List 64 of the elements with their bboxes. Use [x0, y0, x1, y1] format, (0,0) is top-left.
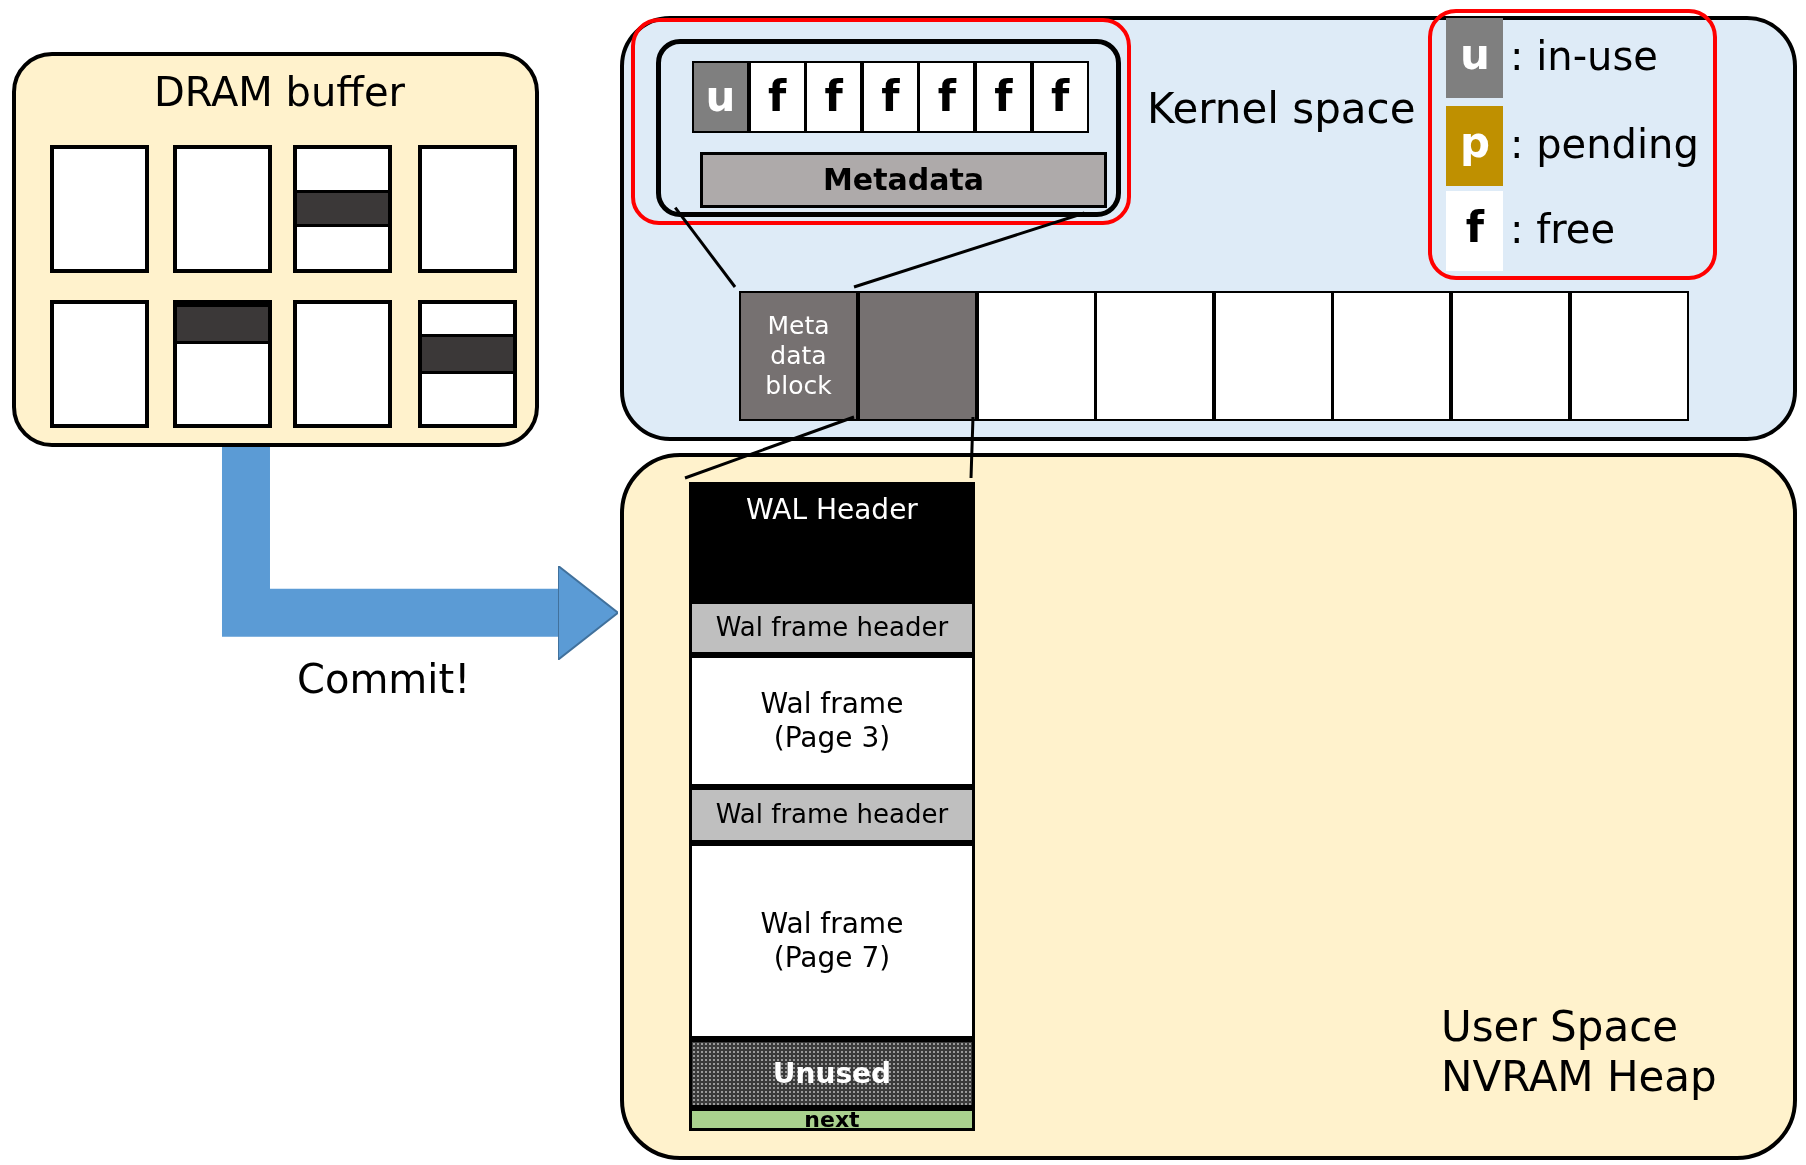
bitmap-cell: [805, 61, 863, 133]
node-label: Wal frame (Page 3): [759, 687, 905, 755]
node-label: Metadata: [821, 162, 986, 198]
legend-key: u: [1460, 34, 1490, 76]
legend-key: p: [1460, 122, 1490, 164]
metadata-detail-box: [656, 39, 1121, 217]
legend-label: : in-use: [1510, 36, 1658, 76]
data-block: [858, 291, 977, 421]
wal-file: [689, 482, 975, 1131]
page-box: [418, 300, 517, 428]
next-pointer: [689, 1108, 975, 1131]
wal-frame: [689, 843, 975, 1039]
panel-title: Kernel space: [1147, 84, 1417, 135]
frame-header: [689, 787, 975, 843]
node-label: f: [766, 71, 788, 123]
data-block: [976, 291, 1096, 421]
bitmap-cell: [975, 61, 1032, 133]
unused-area: [689, 1039, 975, 1108]
legend-label: : free: [1510, 209, 1616, 249]
panel-title: User Space NVRAM Heap: [1441, 1002, 1718, 1103]
metadata-block: [739, 291, 858, 421]
zoom-line: [969, 416, 975, 479]
page-box: [418, 145, 517, 273]
page-box: [50, 300, 149, 428]
node-label: f: [936, 71, 958, 123]
node-label: Wal frame header: [714, 799, 950, 831]
node-label: f: [993, 71, 1014, 123]
data-block: [1095, 291, 1215, 421]
commit-arrow: [222, 447, 619, 661]
zoom-line: [853, 211, 1085, 289]
wal-frame: [689, 655, 975, 787]
panel-title: DRAM buffer: [153, 68, 406, 116]
node-label: Unused: [771, 1056, 893, 1091]
zoom-line: [674, 206, 737, 288]
kernel-panel: [620, 16, 1797, 441]
page-box: [50, 145, 149, 273]
page-box: [293, 145, 392, 273]
bitmap-cell: [692, 61, 749, 133]
bitmap-cell: [748, 61, 806, 133]
page-box: [293, 300, 392, 428]
node-label: f: [880, 71, 901, 123]
node-label: Wal frame header: [714, 612, 950, 644]
heap-panel: [620, 453, 1797, 1160]
data-block: [1569, 291, 1689, 421]
frame-header: [689, 601, 975, 655]
node-label: Wal frame (Page 7): [759, 907, 905, 975]
data-block: [1213, 291, 1333, 421]
node-label: WAL Header: [745, 493, 919, 527]
bitmap-cell: [1031, 61, 1089, 133]
metadata-bar: [700, 152, 1107, 208]
data-block: [1332, 291, 1452, 421]
buffer-panel: [12, 52, 539, 447]
bitmap-cell: [918, 61, 976, 133]
wal-header: [689, 482, 975, 601]
node-label: u: [704, 71, 737, 123]
node-label: Meta data block: [764, 311, 833, 401]
data-block: [1451, 291, 1570, 421]
node-label: f: [823, 71, 844, 123]
node-label: next: [803, 1106, 861, 1133]
node-label: f: [1049, 71, 1071, 123]
legend-key: f: [1460, 207, 1490, 249]
page-box: [173, 145, 272, 273]
page-box: [173, 300, 272, 428]
bitmap-cell: [861, 61, 919, 133]
